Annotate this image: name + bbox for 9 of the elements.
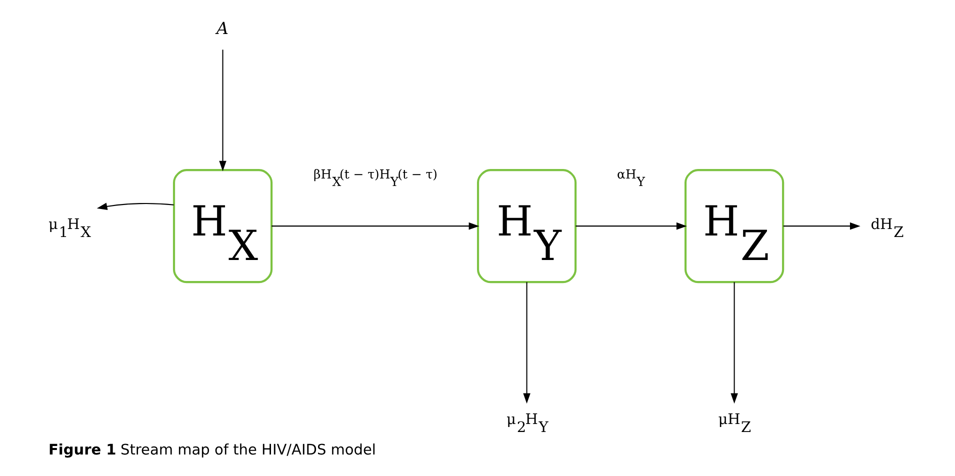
arrow: [523, 282, 530, 404]
arrow: [272, 222, 480, 230]
arrow: [219, 50, 226, 172]
arrow: [730, 282, 738, 404]
arrow: [576, 222, 687, 230]
node-text: A: [216, 18, 229, 38]
arrow: [96, 202, 174, 210]
arrow: [783, 222, 860, 230]
caption: Figure 1 Stream map of the HIV/AIDS model: [48, 442, 376, 459]
